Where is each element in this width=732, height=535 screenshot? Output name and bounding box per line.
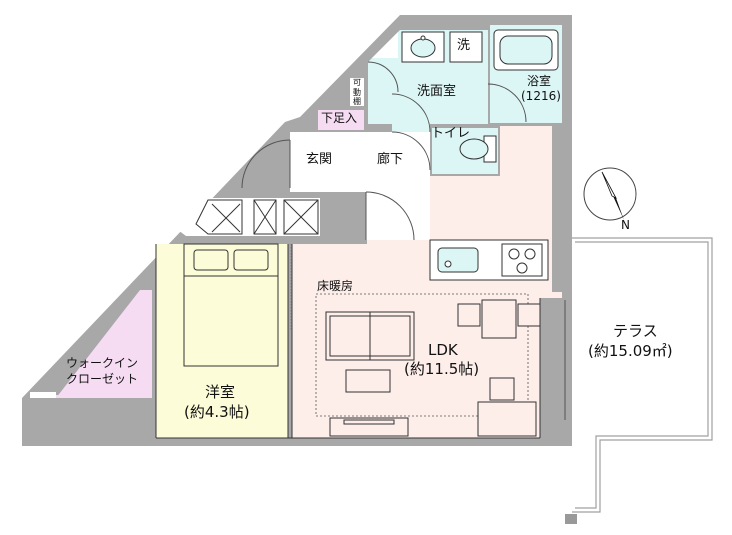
toilet-label: トイレ xyxy=(431,126,471,141)
toilet-fixture xyxy=(459,135,497,163)
storage-cabinets xyxy=(195,199,319,235)
western-room-label: 洋室 xyxy=(205,383,236,401)
bed xyxy=(183,243,279,367)
tv-stand xyxy=(329,417,409,437)
entrance-label: 玄関 xyxy=(306,152,333,167)
room-movable-shelf xyxy=(350,78,364,106)
room-walk-in-closet xyxy=(56,290,152,398)
bathroom-label: 浴室 xyxy=(527,74,552,88)
terrace-outline xyxy=(572,237,713,513)
closet-lower-band xyxy=(30,392,56,398)
walk-in-closet-label-2: クローゼット xyxy=(66,372,139,386)
bathtub xyxy=(493,29,559,71)
coffee-table xyxy=(345,369,391,393)
compass xyxy=(583,167,637,221)
kitchen-counter xyxy=(429,239,549,281)
terrace-label: テラス xyxy=(613,322,658,340)
movable-shelf-label: 可動棚 xyxy=(353,78,361,107)
compass-north-label: N xyxy=(621,218,630,232)
terrace-size-label: (約15.09㎡) xyxy=(588,342,673,360)
room-shoe-storage xyxy=(318,110,364,130)
washroom-fixtures xyxy=(401,31,483,63)
ldk-size-label: (約11.5帖) xyxy=(404,360,480,378)
sofa xyxy=(325,311,415,361)
hallway-label: 廊下 xyxy=(377,152,404,167)
room-entrance-hall xyxy=(290,132,430,240)
terrace-drain xyxy=(565,514,577,524)
bathroom-size-label: (1216) xyxy=(521,89,561,103)
floor-heating-label: 床暖房 xyxy=(317,279,354,293)
shoe-storage-label: 下足入 xyxy=(321,111,358,125)
ldk-label: LDK xyxy=(428,341,458,359)
washer-label: 洗 xyxy=(457,38,471,53)
dining-set xyxy=(457,299,541,339)
room-upper-storage xyxy=(372,32,398,58)
floor-heating-zone xyxy=(315,293,529,417)
desk xyxy=(477,377,537,437)
walk-in-closet-label-1: ウォークイン xyxy=(66,356,139,370)
doors xyxy=(241,61,527,241)
washroom-label: 洗面室 xyxy=(417,84,457,99)
room-walk-in-closet-lower xyxy=(56,395,152,398)
western-room-size-label: (約4.3帖) xyxy=(184,403,250,421)
